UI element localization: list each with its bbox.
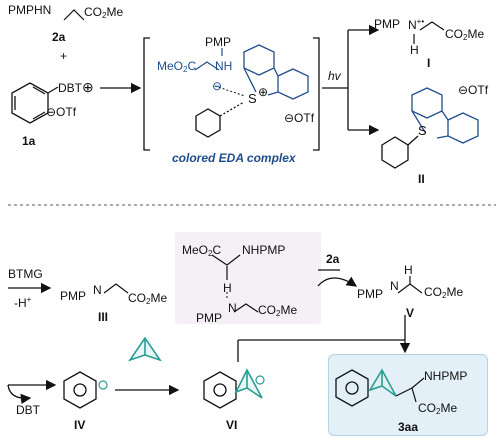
hat-ester: MeO2C — [182, 243, 222, 258]
complex-minus: ⊖ — [212, 79, 223, 93]
complex-triflate: ⊖OTf — [284, 111, 315, 125]
hat-pmp: PMP — [196, 311, 223, 325]
complex-plus: ⊕ — [258, 85, 269, 99]
radical-cation-h: H — [410, 43, 419, 57]
compound-label-2a: 2a — [52, 30, 66, 44]
product-box — [328, 354, 488, 436]
compound-label-iv: IV — [74, 418, 86, 432]
leaving-dbt: DBT — [16, 403, 40, 417]
amine-2a-ester: CO2Me — [84, 5, 124, 20]
deprotonation: -H+ — [14, 295, 32, 310]
light-condition: hv — [328, 69, 341, 83]
compound-label-i: I — [427, 56, 431, 70]
hat-nhpmp: NHPMP — [242, 243, 286, 257]
benzene-ring-1a — [11, 82, 59, 124]
aminyl-pmp: PMP — [60, 289, 87, 303]
reagent-2a-in: 2a — [326, 252, 340, 266]
byproduct-sulfur: S — [418, 123, 427, 138]
phenyl-ii — [381, 135, 419, 169]
compound-label-3aa: 3aa — [398, 420, 419, 434]
byproduct-triflate: ⊖OTf — [458, 83, 489, 97]
complex-sulfur: S — [248, 91, 257, 106]
compound-label-1a: 1a — [22, 134, 36, 148]
hat-n: N — [228, 301, 237, 315]
product-3aa-structure — [335, 368, 425, 407]
complex-nh: NH — [215, 59, 233, 73]
aminyl-n: N — [93, 283, 102, 297]
product-nhpmp: NHPMP — [424, 369, 468, 383]
bcb-radical-vi — [203, 368, 265, 409]
aminyl-ester: CO2Me — [128, 291, 168, 306]
product-ester: CO2Me — [418, 401, 458, 416]
dbt-group: DBT⊕ — [58, 79, 94, 95]
radical-cation-n: N+• — [408, 17, 425, 32]
base-btmg: BTMG — [8, 267, 43, 281]
plus-sign: + — [60, 49, 68, 63]
s-phenyl-complex — [195, 101, 245, 138]
hat-transition-box — [175, 232, 321, 324]
compound-label-ii: II — [418, 172, 425, 186]
radical-h: H — [404, 263, 413, 277]
dibenzothiophenium-complex — [243, 44, 309, 100]
hat-ester2: CO2Me — [258, 303, 298, 318]
phenyl-radical-iv — [63, 371, 97, 409]
radical-cation-ester: CO2Me — [445, 27, 485, 42]
radical-n: N — [390, 279, 399, 293]
compound-label-vi: VI — [226, 418, 238, 432]
compound-label-iii: III — [98, 310, 109, 324]
complex-pmp: PMP — [205, 35, 232, 49]
bicyclobutane-reagent — [128, 336, 162, 362]
complex-caption: colored EDA complex — [172, 151, 296, 165]
radical-pmp: PMP — [357, 287, 384, 301]
complex-ester: MeO2C — [157, 59, 197, 74]
amine-2a-formula: PMPHN — [8, 3, 52, 17]
dibenzothiophene-ii — [411, 87, 479, 144]
hat-h: H — [223, 281, 232, 295]
triflate-anion-1a: ⊖OTf — [46, 105, 77, 119]
radical-ester: CO2Me — [424, 285, 464, 300]
compound-label-v: V — [406, 306, 415, 320]
radical-cation-pmp: PMP — [374, 17, 401, 31]
